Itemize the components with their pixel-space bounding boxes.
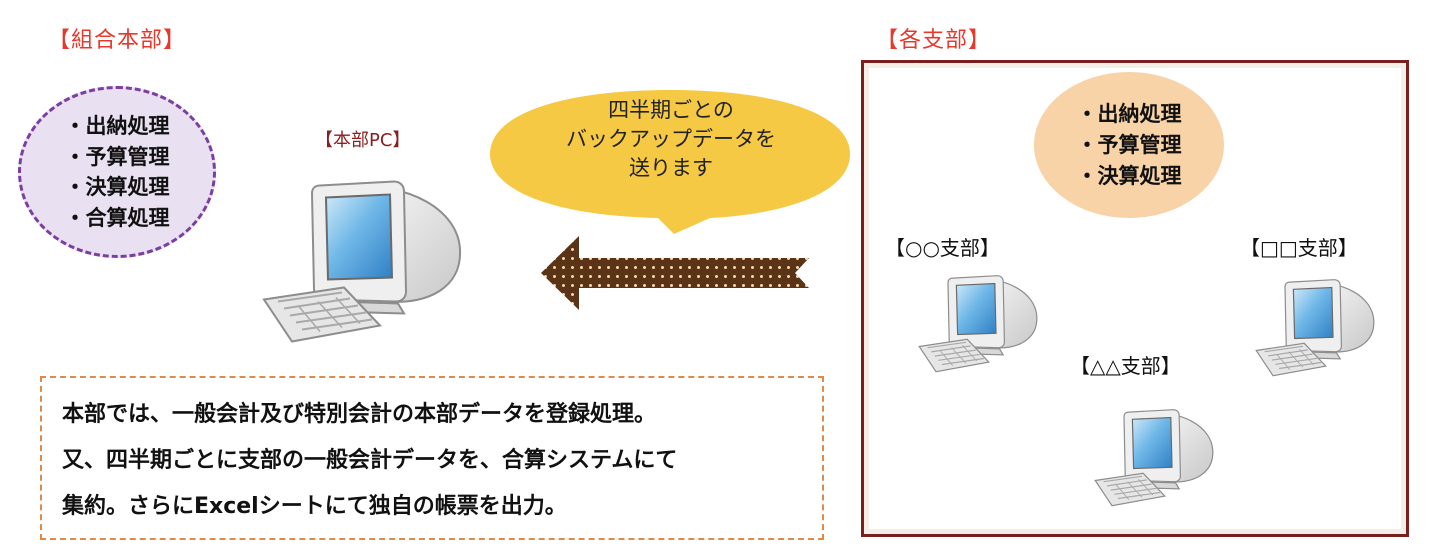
bubble-line: 送ります	[629, 156, 713, 180]
branch-a-computer-icon	[918, 275, 1038, 373]
hq-task-list: ・出納処理 ・予算管理 ・決算処理 ・合算処理	[65, 111, 170, 233]
note-line: 本部では、一般会計及び特別会計の本部データを登録処理。	[62, 402, 657, 427]
hq-task-item: ・予算管理	[64, 144, 170, 169]
branch-a-label: 【○○支部】	[885, 236, 1000, 260]
branch-task-list: ・出納処理 ・予算管理 ・決算処理	[1077, 99, 1182, 192]
left-arrow-icon	[541, 236, 809, 310]
bubble-line: 四半期ごとの	[608, 98, 734, 122]
branch-b-label: 【□□支部】	[1240, 236, 1358, 260]
branch-heading: 【各支部】	[876, 28, 992, 53]
hq-task-item: ・出納処理	[64, 114, 170, 138]
bubble-text: 四半期ごとの バックアップデータを 送ります	[498, 96, 844, 183]
hq-task-item: ・合算処理	[64, 205, 170, 230]
note-line: 又、四半期ごとに支部の一般会計データを、合算システムにて	[62, 448, 678, 473]
hq-task-oval: ・出納処理 ・予算管理 ・決算処理 ・合算処理	[18, 86, 216, 258]
note-line: 集約。さらにExcelシートにて独自の帳票を出力。	[62, 494, 567, 519]
hq-heading: 【組合本部】	[48, 28, 187, 53]
speech-bubble	[490, 90, 850, 234]
hq-pc-label: 【本部PC】	[315, 130, 411, 151]
branch-task-item: ・出納処理	[1076, 101, 1182, 126]
hq-task-item: ・決算処理	[64, 175, 170, 199]
branch-c-computer-icon	[1094, 409, 1214, 507]
branch-b-computer-icon	[1255, 279, 1375, 377]
branch-task-oval: ・出納処理 ・予算管理 ・決算処理	[1034, 72, 1224, 218]
branch-c-label: 【△△支部】	[1070, 354, 1181, 378]
hq-computer-icon	[263, 180, 462, 343]
branch-task-item: ・決算処理	[1076, 163, 1182, 188]
branch-task-item: ・予算管理	[1076, 132, 1182, 157]
note-box: 本部では、一般会計及び特別会計の本部データを登録処理。 又、四半期ごとに支部の一…	[40, 376, 824, 540]
bubble-line: バックアップデータを	[566, 127, 776, 151]
